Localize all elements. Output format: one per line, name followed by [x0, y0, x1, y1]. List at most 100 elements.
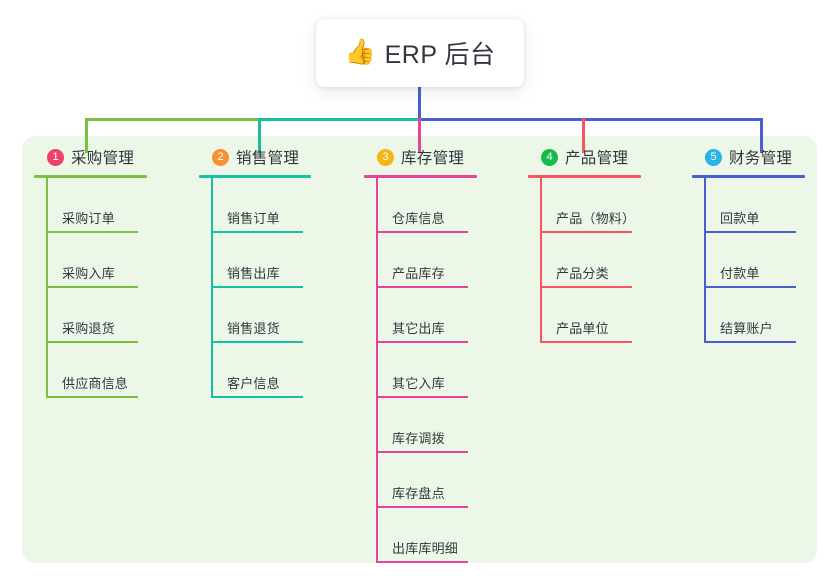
branch-item-label: 销售出库 [227, 266, 280, 281]
branch-item[interactable]: 结算账户 [704, 288, 812, 343]
branch-number-badge: 3 [377, 148, 394, 166]
diagram-panel [22, 136, 817, 563]
branch-spine [211, 178, 213, 398]
branch-item-underline [704, 286, 796, 288]
branch-title: 采购管理 [71, 150, 135, 167]
branch-item-label: 产品库存 [392, 266, 445, 281]
branch-item-underline [376, 396, 468, 398]
branch-item-label: 其它出库 [392, 321, 445, 336]
branch-item-label: 采购退货 [62, 321, 115, 336]
branch-item-underline [46, 231, 138, 233]
branch-underline [528, 175, 641, 178]
branch-item[interactable]: 客户信息 [211, 343, 349, 398]
branch-item[interactable]: 其它出库 [376, 288, 514, 343]
branch-header-1[interactable]: 1 采购管理 [34, 146, 184, 168]
bus-segment-2 [258, 118, 419, 121]
branch-column-销售管理: 2 销售管理销售订单销售出库销售退货客户信息 [199, 146, 349, 398]
branch-number-badge: 1 [47, 148, 64, 166]
branch-spine [46, 178, 48, 398]
branch-item-list: 仓库信息产品库存其它出库其它入库库存调拨库存盘点出库库明细 [376, 178, 514, 563]
branch-title: 库存管理 [401, 150, 465, 167]
branch-item-underline [540, 286, 632, 288]
root-node-content: 👍 ERP 后台 [344, 35, 495, 71]
branch-number-badge: 2 [212, 148, 229, 166]
bus-segment-3 [418, 118, 761, 121]
column-stem-2 [258, 118, 261, 153]
column-stem-3 [418, 118, 421, 153]
branch-item-underline [211, 231, 303, 233]
branch-item-underline [376, 231, 468, 233]
branch-item[interactable]: 销售订单 [211, 178, 349, 233]
branch-header-5[interactable]: 5 财务管理 [692, 146, 812, 168]
branch-item-underline [376, 506, 468, 508]
branch-item[interactable]: 出库库明细 [376, 508, 514, 563]
branch-item[interactable]: 产品分类 [540, 233, 678, 288]
branch-underline [34, 175, 147, 178]
branch-item[interactable]: 付款单 [704, 233, 812, 288]
branch-item-label: 库存调拨 [392, 431, 445, 446]
branch-item-list: 产品（物料） 产品分类产品单位 [540, 178, 678, 343]
branch-number-badge: 4 [541, 148, 558, 166]
branch-item[interactable]: 库存盘点 [376, 453, 514, 508]
branch-column-库存管理: 3 库存管理仓库信息产品库存其它出库其它入库库存调拨库存盘点出库库明细 [364, 146, 514, 563]
branch-spine [376, 178, 378, 563]
branch-header-4[interactable]: 4 产品管理 [528, 146, 678, 168]
branch-item-underline [376, 561, 468, 563]
branch-item-underline [211, 341, 303, 343]
branch-item[interactable]: 仓库信息 [376, 178, 514, 233]
branch-item-label: 回款单 [720, 211, 760, 226]
branch-title: 销售管理 [236, 150, 300, 167]
branch-item-underline [211, 286, 303, 288]
branch-item-list: 采购订单采购入库采购退货供应商信息 [46, 178, 184, 398]
branch-item-label: 产品（物料） [556, 211, 636, 226]
branch-title: 财务管理 [729, 150, 793, 167]
branch-item-underline [376, 451, 468, 453]
branch-item-underline [46, 341, 138, 343]
branch-item[interactable]: 库存调拨 [376, 398, 514, 453]
branch-item-label: 销售退货 [227, 321, 280, 336]
bus-segment-1 [85, 118, 259, 121]
branch-item[interactable]: 回款单 [704, 178, 812, 233]
branch-item[interactable]: 供应商信息 [46, 343, 184, 398]
branch-item-list: 回款单付款单结算账户 [704, 178, 812, 343]
root-node-card[interactable]: 👍 ERP 后台 [316, 19, 524, 87]
branch-item[interactable]: 产品库存 [376, 233, 514, 288]
branch-item-underline [376, 341, 468, 343]
branch-item-label: 付款单 [720, 266, 760, 281]
branch-item-underline [540, 341, 632, 343]
branch-item-label: 产品单位 [556, 321, 609, 336]
branch-spine [704, 178, 706, 343]
branch-item-label: 供应商信息 [62, 376, 129, 391]
branch-column-财务管理: 5 财务管理回款单付款单结算账户 [692, 146, 812, 343]
branch-column-采购管理: 1 采购管理采购订单采购入库采购退货供应商信息 [34, 146, 184, 398]
branch-item[interactable]: 销售出库 [211, 233, 349, 288]
branch-item[interactable]: 产品单位 [540, 288, 678, 343]
branch-item-underline [704, 341, 796, 343]
branch-item-underline [540, 231, 632, 233]
branch-item-underline [704, 231, 796, 233]
branch-item-label: 库存盘点 [392, 486, 445, 501]
branch-item[interactable]: 采购入库 [46, 233, 184, 288]
root-node-title: ERP 后台 [384, 41, 496, 69]
branch-header-3[interactable]: 3 库存管理 [364, 146, 514, 168]
branch-item[interactable]: 其它入库 [376, 343, 514, 398]
branch-item-label: 其它入库 [392, 376, 445, 391]
branch-underline [364, 175, 477, 178]
branch-number-badge: 5 [705, 148, 722, 166]
branch-underline [199, 175, 311, 178]
branch-item[interactable]: 销售退货 [211, 288, 349, 343]
thumbs-up-icon: 👍 [344, 38, 376, 66]
branch-item-label: 销售订单 [227, 211, 280, 226]
branch-item[interactable]: 产品（物料） [540, 178, 678, 233]
branch-item-label: 采购订单 [62, 211, 115, 226]
branch-item-underline [211, 396, 303, 398]
branch-item-label: 出库库明细 [392, 541, 459, 556]
branch-title: 产品管理 [565, 150, 629, 167]
branch-item[interactable]: 采购订单 [46, 178, 184, 233]
branch-spine [540, 178, 542, 343]
branch-item[interactable]: 采购退货 [46, 288, 184, 343]
root-connector-stem [418, 86, 421, 119]
branch-header-2[interactable]: 2 销售管理 [199, 146, 349, 168]
branch-item-underline [46, 286, 138, 288]
